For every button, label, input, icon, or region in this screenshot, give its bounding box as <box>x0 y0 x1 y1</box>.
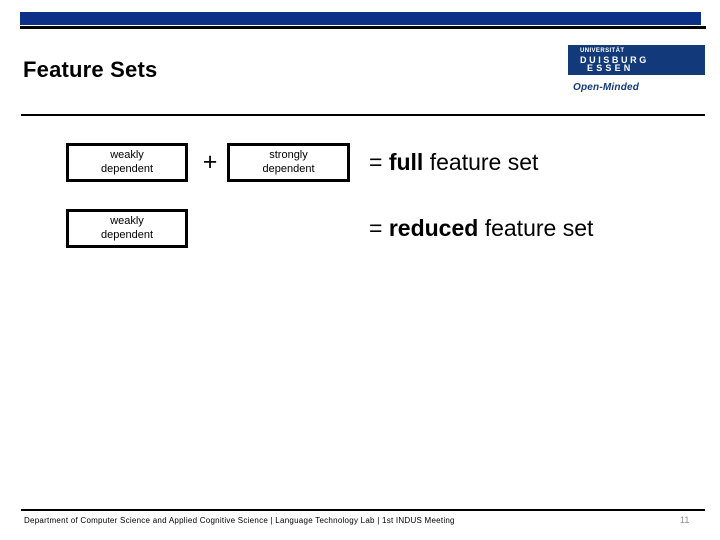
logo-text-duisburg: DUISBURG <box>580 55 649 65</box>
box-weakly-dependent-row1: weakly dependent <box>66 143 188 182</box>
result-emphasis-reduced: reduced <box>388 215 479 241</box>
box-label-line2: dependent <box>101 162 153 175</box>
box-label-line2: dependent <box>101 228 153 241</box>
header-accent-bar <box>20 12 701 25</box>
footer-divider <box>21 509 705 511</box>
university-logo: UNIVERSITÄT DUISBURG ESSEN Open-Minded <box>568 45 705 101</box>
result-suffix: feature set <box>429 149 539 175</box>
logo-badge: UNIVERSITÄT DUISBURG ESSEN <box>568 45 705 75</box>
result-suffix: feature set <box>484 215 594 241</box>
box-label-line1: weakly <box>110 214 144 227</box>
box-label-line2: dependent <box>262 162 315 175</box>
box-label-line1: weakly <box>110 148 144 161</box>
header-rule <box>20 26 706 29</box>
logo-text-essen: ESSEN <box>587 63 634 73</box>
result-full-feature-set: = full feature set <box>369 147 538 177</box>
box-weakly-dependent-row2: weakly dependent <box>66 209 188 248</box>
result-emphasis-full: full <box>388 149 424 175</box>
box-strongly-dependent: strongly dependent <box>227 143 350 182</box>
box-label-line1: strongly <box>269 148 308 161</box>
result-reduced-feature-set: = reduced feature set <box>369 213 593 243</box>
title-divider <box>21 114 705 116</box>
logo-tagline: Open-Minded <box>573 82 640 93</box>
footer-text: Department of Computer Science and Appli… <box>24 516 455 525</box>
plus-operator: + <box>202 148 218 176</box>
slide-number: 11 <box>680 515 690 525</box>
result-equals-sign: = <box>369 149 383 175</box>
logo-text-universitaet: UNIVERSITÄT <box>580 48 625 54</box>
result-equals-sign: = <box>369 215 383 241</box>
page-title: Feature Sets <box>23 57 158 82</box>
